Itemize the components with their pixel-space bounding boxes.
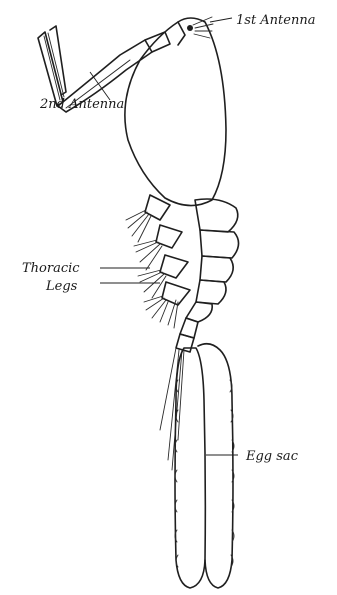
label-thoracic-legs-line2: Legs — [45, 279, 78, 294]
label-first-antenna: 1st Antenna — [236, 13, 315, 28]
label-thoracic-legs-line1: Thoracic — [22, 261, 80, 276]
thoracic-legs-drawing — [126, 195, 190, 328]
caudal-setae-drawing — [160, 348, 184, 470]
leader-lines — [90, 18, 238, 455]
label-egg-sac: Egg sac — [245, 449, 299, 464]
thorax-segments-drawing — [176, 199, 239, 352]
egg-sac-drawing — [175, 344, 234, 588]
cephalothorax-drawing — [125, 17, 226, 206]
label-second-antenna: 2nd Antenna — [39, 97, 124, 112]
